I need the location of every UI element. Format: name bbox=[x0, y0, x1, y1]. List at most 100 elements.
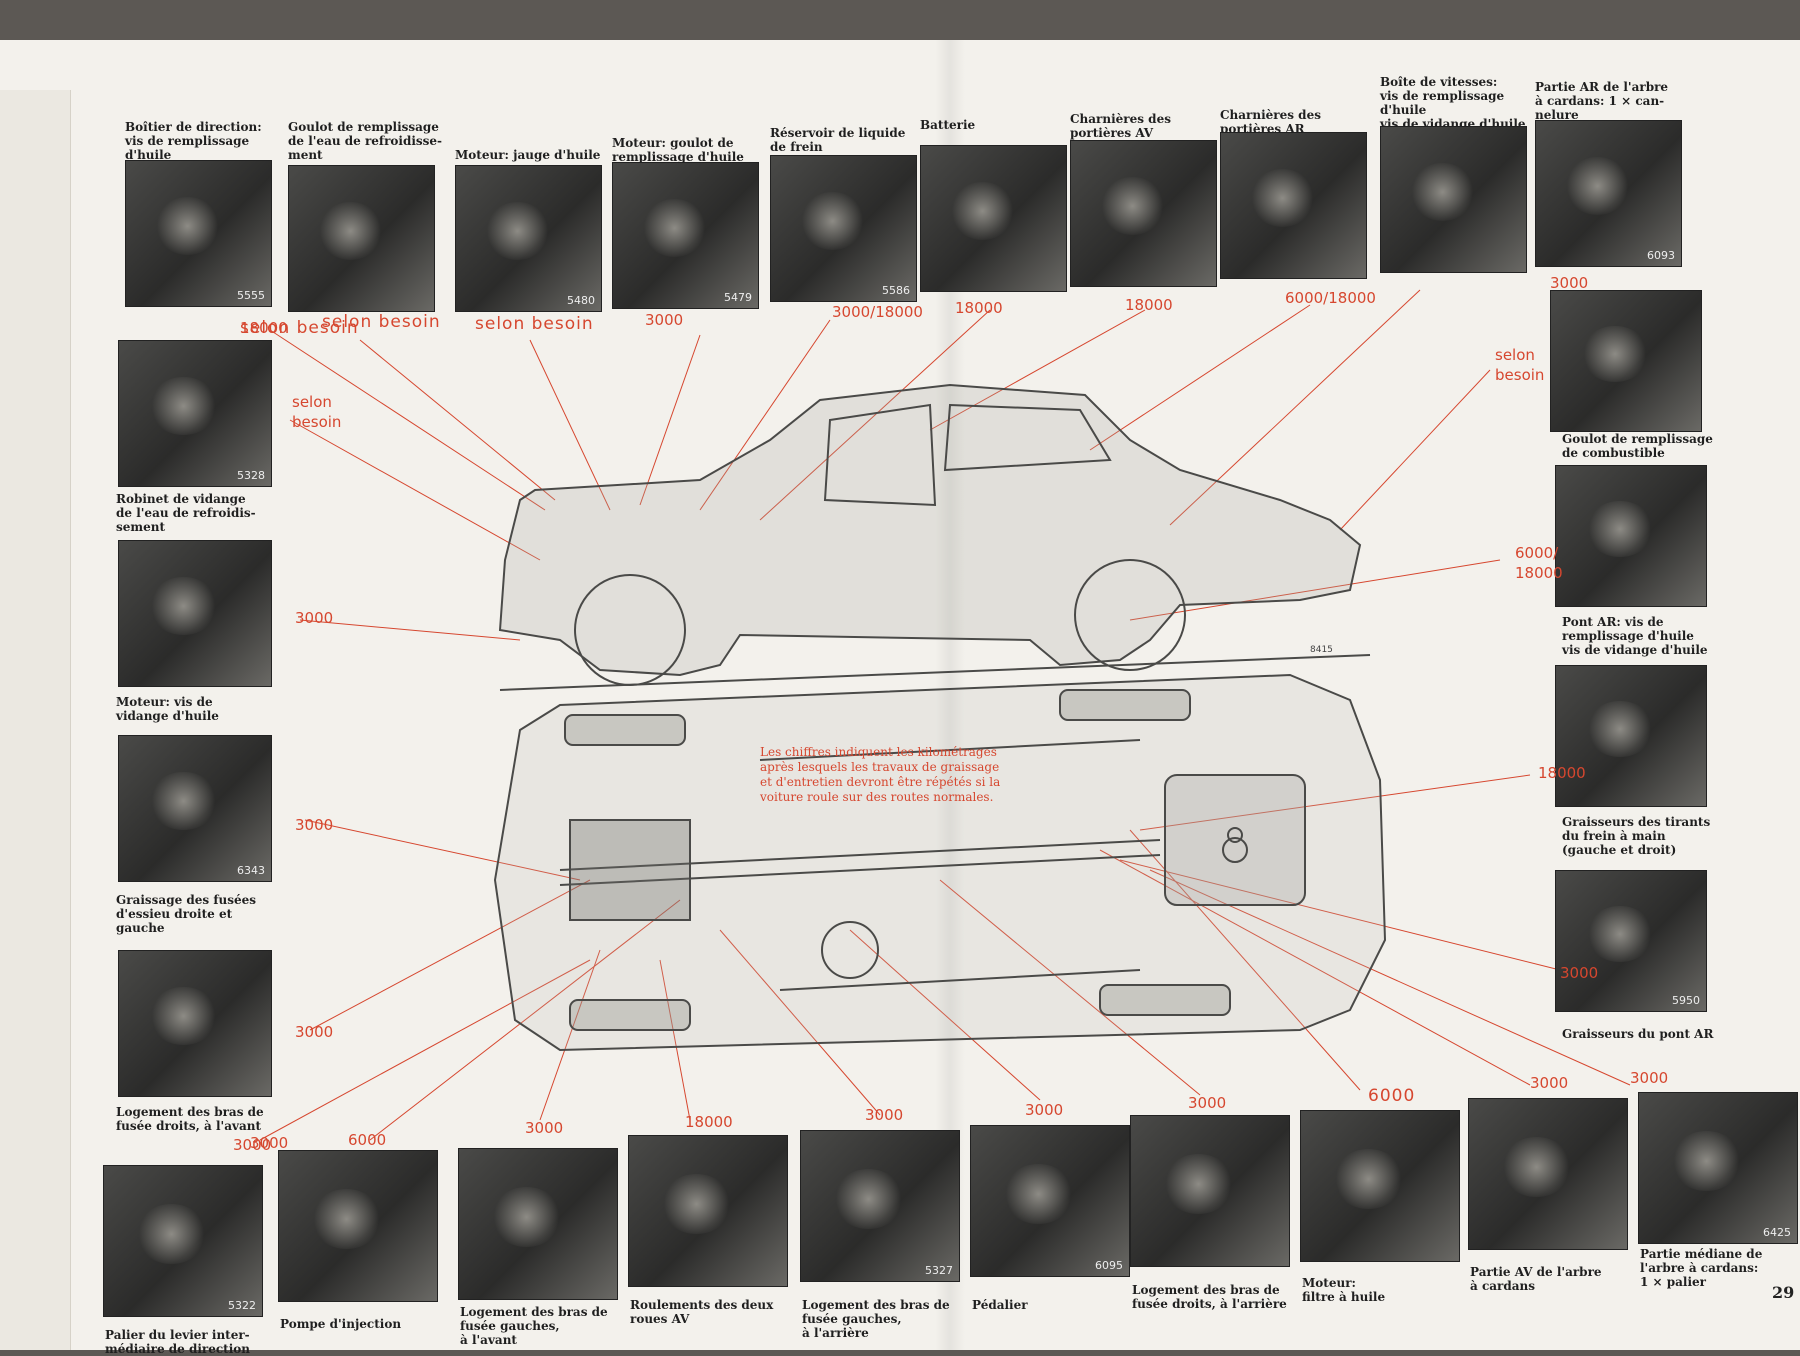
photo-number: 5479 bbox=[724, 291, 752, 304]
bottom-interval-1: 6000 bbox=[348, 1131, 387, 1149]
bottom-interval-7: 6000 bbox=[1368, 1086, 1416, 1106]
top-photo-2: 5480 bbox=[455, 165, 602, 312]
bottom-caption-5: Pédalier bbox=[972, 1298, 1028, 1312]
right-caption-2: Graisseurs des tirants du frein à main (… bbox=[1562, 815, 1711, 857]
left-interval-3: 3000 bbox=[295, 1023, 334, 1041]
top-photo-3: 5479 bbox=[612, 162, 759, 309]
bottom-photo-8 bbox=[1468, 1098, 1628, 1250]
top-interval-9: 3000 bbox=[1550, 274, 1589, 292]
right-photo-0 bbox=[1550, 290, 1702, 432]
photo-number: 6093 bbox=[1647, 249, 1675, 262]
right-interval-1: 6000/ 18000 bbox=[1515, 544, 1563, 582]
bottom-interval-6: 3000 bbox=[1188, 1094, 1227, 1112]
drawing-label: 8415 bbox=[1310, 645, 1333, 655]
previous-page-edge bbox=[0, 90, 71, 1350]
right-photo-1 bbox=[1555, 465, 1707, 607]
right-interval-0: selon besoin bbox=[1495, 346, 1545, 384]
top-interval-6: 18000 bbox=[1125, 296, 1173, 314]
bottom-photo-0: 5322 bbox=[103, 1165, 263, 1317]
top-caption-5: Batterie bbox=[920, 118, 976, 132]
top-photo-0: 5555 bbox=[125, 160, 272, 307]
bottom-photo-2 bbox=[458, 1148, 618, 1300]
bottom-photo-9: 6425 bbox=[1638, 1092, 1798, 1244]
top-photo-1 bbox=[288, 165, 435, 312]
bottom-caption-0: Palier du levier inter- médiaire de dire… bbox=[105, 1328, 250, 1356]
bottom-photo-5: 6095 bbox=[970, 1125, 1130, 1277]
left-interval-2: 3000 bbox=[295, 816, 334, 834]
top-interval-2: selon besoin bbox=[475, 314, 594, 334]
bottom-caption-9: Partie médiane de l'arbre à cardans: 1 ×… bbox=[1640, 1247, 1763, 1289]
photo-number: 6425 bbox=[1763, 1226, 1791, 1239]
left-interval-1: selon besoin bbox=[292, 393, 342, 431]
car-side-view bbox=[498, 383, 1371, 691]
top-caption-3: Moteur: goulot de remplissage d'huile bbox=[612, 136, 744, 164]
top-interval-3: 3000 bbox=[645, 311, 684, 329]
photo-number: 5480 bbox=[567, 294, 595, 307]
left-extra-interval-1: 3000 bbox=[233, 1136, 272, 1154]
page-number: 29 bbox=[1772, 1283, 1795, 1302]
bottom-photo-7 bbox=[1300, 1110, 1460, 1262]
photo-number: 5555 bbox=[237, 289, 265, 302]
top-interval-7: 6000/18000 bbox=[1285, 289, 1376, 307]
bottom-photo-6 bbox=[1130, 1115, 1290, 1267]
right-caption-1: Pont AR: vis de remplissage d'huile vis … bbox=[1562, 615, 1708, 657]
photo-number: 5322 bbox=[228, 1299, 256, 1312]
left-photo-1 bbox=[118, 540, 272, 687]
top-caption-0: Boîtier de direction: vis de remplissage… bbox=[125, 120, 262, 162]
bottom-photo-1 bbox=[278, 1150, 438, 1302]
bottom-caption-3: Roulements des deux roues AV bbox=[630, 1298, 774, 1326]
left-photo-0: 5328 bbox=[118, 340, 272, 487]
right-photo-3: 5950 bbox=[1555, 870, 1707, 1012]
top-photo-5 bbox=[920, 145, 1067, 292]
bottom-interval-3: 18000 bbox=[685, 1113, 733, 1131]
bottom-caption-1: Pompe d'injection bbox=[280, 1317, 402, 1331]
top-photo-8 bbox=[1380, 126, 1527, 273]
top-interval-5: 18000 bbox=[955, 299, 1003, 317]
bottom-photo-4: 5327 bbox=[800, 1130, 960, 1282]
left-caption-1: Moteur: vis de vidange d'huile bbox=[116, 695, 219, 723]
bottom-interval-2: 3000 bbox=[525, 1119, 564, 1137]
bottom-interval-0: 3000 bbox=[250, 1134, 289, 1152]
top-photo-9: 6093 bbox=[1535, 120, 1682, 267]
top-caption-6: Charnières des portières AV bbox=[1070, 112, 1171, 140]
bottom-caption-8: Partie AV de l'arbre à cardans bbox=[1470, 1265, 1602, 1293]
left-caption-0: Robinet de vidange de l'eau de refroidis… bbox=[116, 492, 256, 534]
right-interval-2: 18000 bbox=[1538, 764, 1586, 782]
chassis-top-view bbox=[493, 673, 1387, 1052]
right-caption-3: Graisseurs du pont AR bbox=[1562, 1027, 1714, 1041]
top-caption-4: Réservoir de liquide de frein bbox=[770, 126, 906, 154]
bottom-caption-2: Logement des bras de fusée gauches, à l'… bbox=[460, 1305, 608, 1347]
top-caption-8: Boîte de vitesses: vis de remplissage d'… bbox=[1380, 75, 1526, 131]
bottom-caption-7: Moteur: filtre à huile bbox=[1302, 1276, 1386, 1304]
photo-number: 5586 bbox=[882, 284, 910, 297]
top-photo-6 bbox=[1070, 140, 1217, 287]
bottom-interval-4: 3000 bbox=[865, 1106, 904, 1124]
bottom-caption-6: Logement des bras de fusée droits, à l'a… bbox=[1132, 1283, 1287, 1311]
photo-number: 6343 bbox=[237, 864, 265, 877]
top-interval-0: selon besoin bbox=[240, 318, 359, 338]
top-caption-2: Moteur: jauge d'huile bbox=[455, 148, 601, 162]
photo-number: 5327 bbox=[925, 1264, 953, 1277]
left-extra-interval-0: 3000 bbox=[295, 609, 334, 627]
bottom-interval-5: 3000 bbox=[1025, 1101, 1064, 1119]
photo-number: 6095 bbox=[1095, 1259, 1123, 1272]
photo-number: 5950 bbox=[1672, 994, 1700, 1007]
left-photo-2: 6343 bbox=[118, 735, 272, 882]
top-photo-7 bbox=[1220, 132, 1367, 279]
top-photo-4: 5586 bbox=[770, 155, 917, 302]
right-caption-0: Goulot de remplissage de combustible bbox=[1562, 432, 1713, 460]
left-photo-3 bbox=[118, 950, 272, 1097]
bottom-interval-8: 3000 bbox=[1530, 1074, 1569, 1092]
right-interval-3: 3000 bbox=[1560, 964, 1599, 982]
photo-number: 5328 bbox=[237, 469, 265, 482]
right-photo-2 bbox=[1555, 665, 1707, 807]
top-interval-4: 3000/18000 bbox=[832, 303, 923, 321]
left-caption-2: Graissage des fusées d'essieu droite et … bbox=[116, 893, 257, 935]
bottom-interval-9: 3000 bbox=[1630, 1069, 1669, 1087]
mileage-note: Les chiffres indiquent les kilométrages … bbox=[760, 745, 1001, 804]
bottom-photo-3 bbox=[628, 1135, 788, 1287]
left-caption-3: Logement des bras de fusée droits, à l'a… bbox=[116, 1105, 264, 1133]
top-caption-9: Partie AR de l'arbre à cardans: 1 × can-… bbox=[1535, 80, 1669, 122]
